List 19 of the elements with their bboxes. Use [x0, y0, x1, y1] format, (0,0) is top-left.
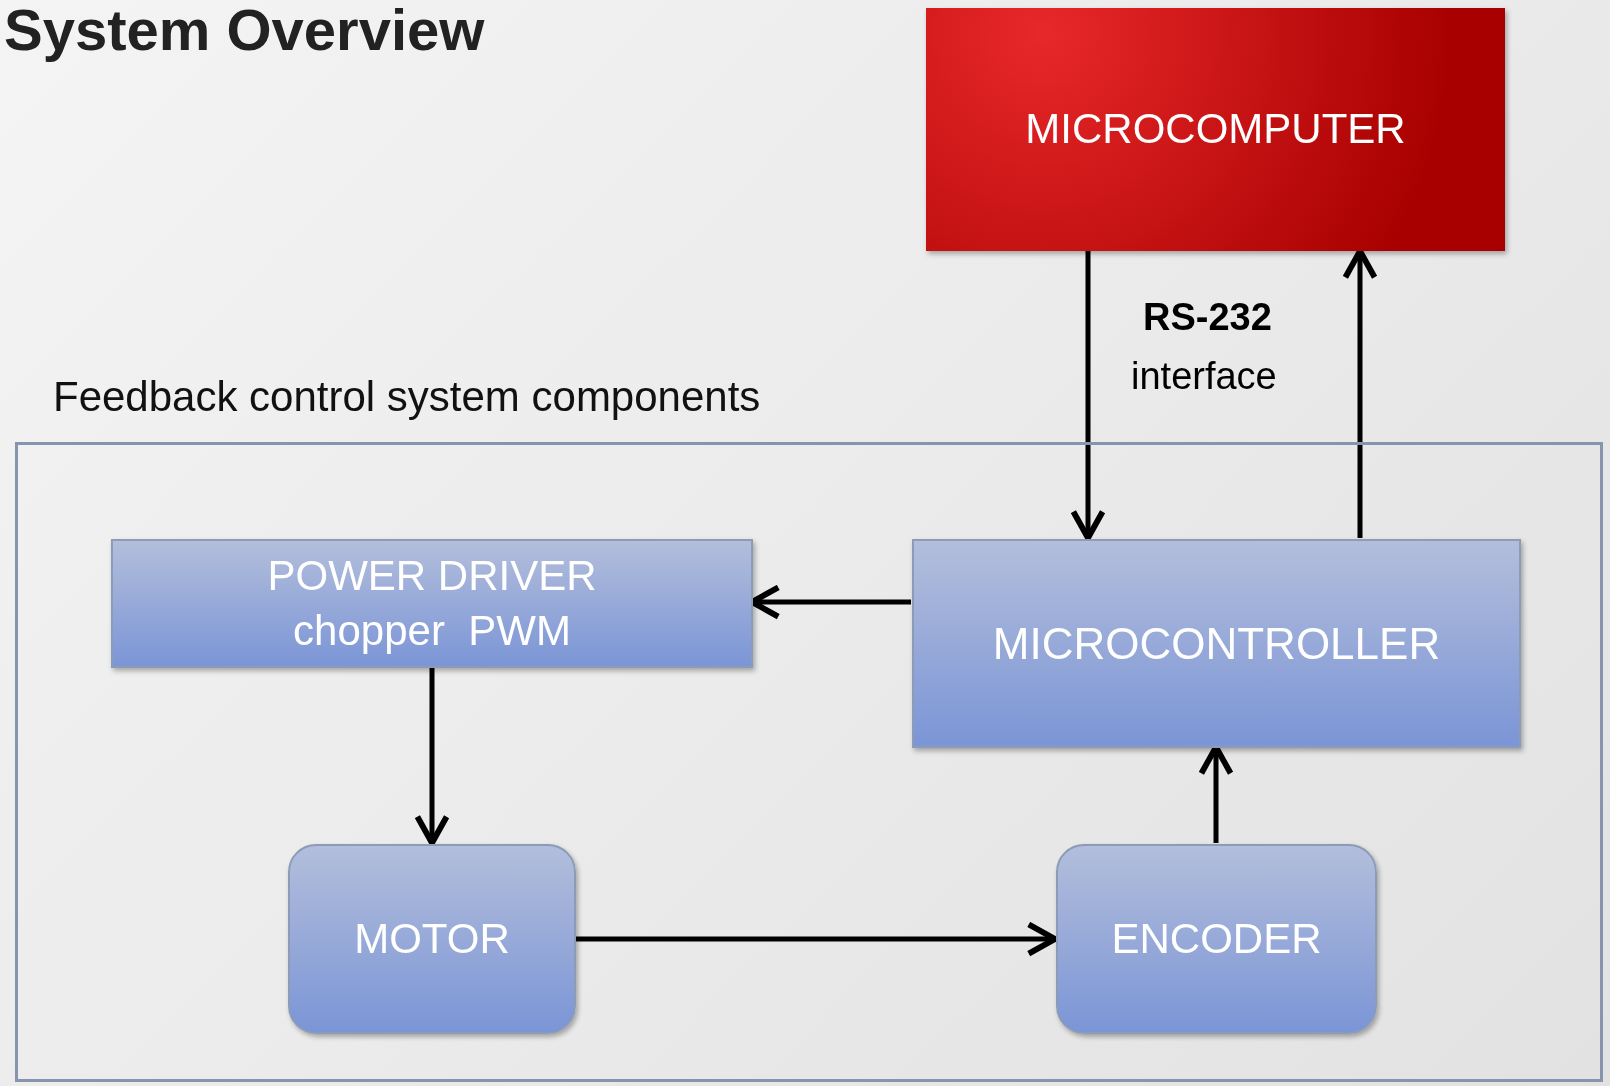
process-box: [1056, 844, 1377, 1034]
process-box: [912, 539, 1521, 748]
process-box: [288, 844, 576, 1034]
arrow: [1342, 248, 1378, 538]
computer-box: [926, 8, 1505, 251]
box-title: POWER DRIVER: [267, 550, 597, 601]
box-title: MICROCOMPUTER: [1025, 104, 1406, 155]
interface-label: RS-232: [1143, 296, 1272, 339]
group-heading: Feedback control system components: [53, 373, 761, 421]
box-subtitle: chopper PWM: [293, 605, 571, 656]
interface-label: interface: [1131, 355, 1277, 398]
box-title: MICROCONTROLLER: [992, 617, 1441, 670]
arrow: [414, 667, 450, 846]
process-box: [111, 539, 753, 668]
title: System Overview: [4, 0, 485, 63]
arrow: [575, 921, 1058, 957]
arrow: [1070, 251, 1106, 541]
box-title: MOTOR: [354, 913, 510, 964]
box-title: ENCODER: [1111, 913, 1322, 964]
